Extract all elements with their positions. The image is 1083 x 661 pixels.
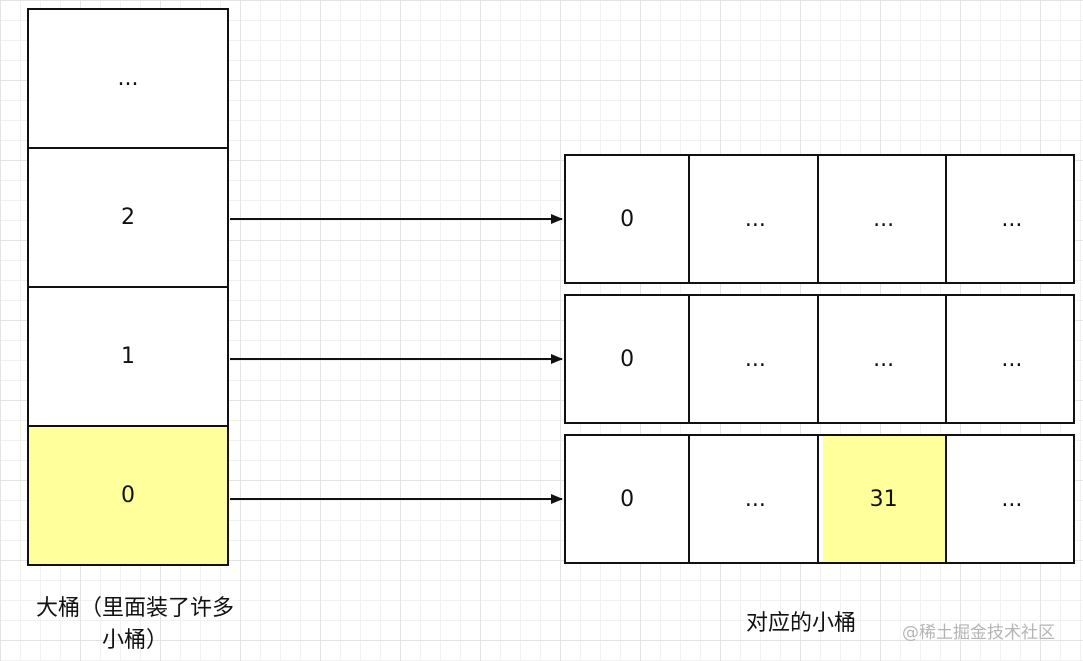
small-bucket-cell: ... [694,156,819,282]
small-bucket-cell: ... [823,156,947,282]
small-bucket-cell: 0 [566,436,691,562]
small-bucket-cell: ... [1001,486,1023,512]
small-buckets-caption: 对应的小桶 [746,611,857,636]
watermark: @稀土掘金技术社区 [902,623,1055,643]
small-bucket-row: 0 ... ... ... [564,294,1075,424]
small-bucket-cell: ... [1001,346,1023,372]
small-bucket-cell: 0 [566,296,691,422]
big-bucket-cell: ... [29,10,227,149]
big-bucket-caption-line1: 大桶（里面装了许多 [35,596,234,621]
small-bucket-cell: 0 [566,156,691,282]
small-bucket-row: 0 ... ... ... [564,154,1075,284]
big-bucket-cell: 2 [29,149,227,288]
small-bucket-cell: ... [1001,206,1023,232]
small-bucket-row: 0 ... 31 ... [564,434,1075,564]
small-bucket-cell: ... [694,436,819,562]
small-bucket-cell: ... [823,296,947,422]
big-bucket-caption: 大桶（里面装了许多 小桶） [10,593,260,657]
small-bucket-cell-highlighted: 31 [822,436,947,562]
big-bucket-cell-highlighted: 0 [29,427,227,564]
big-bucket-caption-line2: 小桶） [101,628,168,653]
big-bucket-cell: 1 [29,288,227,427]
big-bucket: ... 2 1 0 [27,8,229,566]
small-bucket-cell: ... [694,296,819,422]
